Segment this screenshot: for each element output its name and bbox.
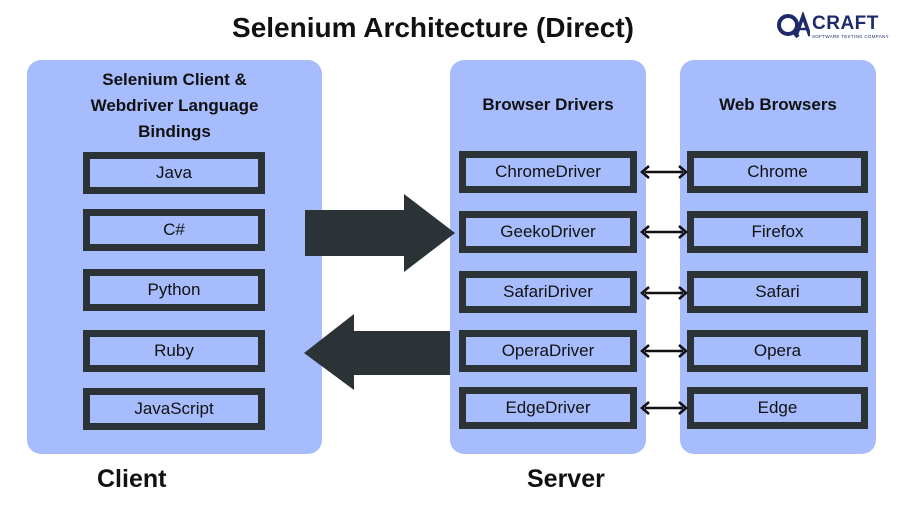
binding-javascript: JavaScript	[83, 388, 265, 430]
browser-edge: Edge	[687, 387, 868, 429]
link-arrow-opera	[640, 344, 688, 358]
link-arrow-safari	[640, 286, 688, 300]
logo-text: CRAFT	[812, 13, 879, 34]
link-arrow-firefox	[640, 225, 688, 239]
browser-opera: Opera	[687, 330, 868, 372]
request-arrow-right	[305, 194, 455, 272]
qa-logo-icon	[777, 12, 810, 39]
driver-opera: OperaDriver	[459, 330, 637, 372]
qa-craft-logo: CRAFT SOFTWARE TESTING COMPANY	[776, 12, 889, 42]
page-title: Selenium Architecture (Direct)	[232, 12, 634, 43]
client-label: Client	[97, 465, 167, 493]
driver-edge: EdgeDriver	[459, 387, 637, 429]
browsers-panel-heading: Web Browsers	[719, 95, 837, 114]
client-panel-heading: Selenium Client & Webdriver Language Bin…	[27, 67, 322, 145]
binding-ruby: Ruby	[83, 330, 265, 372]
driver-safari: SafariDriver	[459, 271, 637, 313]
browser-chrome: Chrome	[687, 151, 868, 193]
link-arrow-edge	[640, 401, 688, 415]
server-label: Server	[527, 465, 605, 493]
binding-java: Java	[83, 152, 265, 194]
response-arrow-left	[304, 314, 450, 390]
binding-python: Python	[83, 269, 265, 311]
link-arrow-chrome	[640, 165, 688, 179]
drivers-panel-heading: Browser Drivers	[482, 95, 614, 114]
driver-chrome: ChromeDriver	[459, 151, 637, 193]
logo-subtitle: SOFTWARE TESTING COMPANY	[812, 34, 889, 39]
client-heading-line-3: Bindings	[138, 122, 211, 141]
browser-firefox: Firefox	[687, 211, 868, 253]
browser-safari: Safari	[687, 271, 868, 313]
driver-gecko: GeekoDriver	[459, 211, 637, 253]
binding-csharp: C#	[83, 209, 265, 251]
client-heading-line-1: Selenium Client &	[102, 70, 247, 89]
client-heading-line-2: Webdriver Language	[90, 96, 259, 115]
